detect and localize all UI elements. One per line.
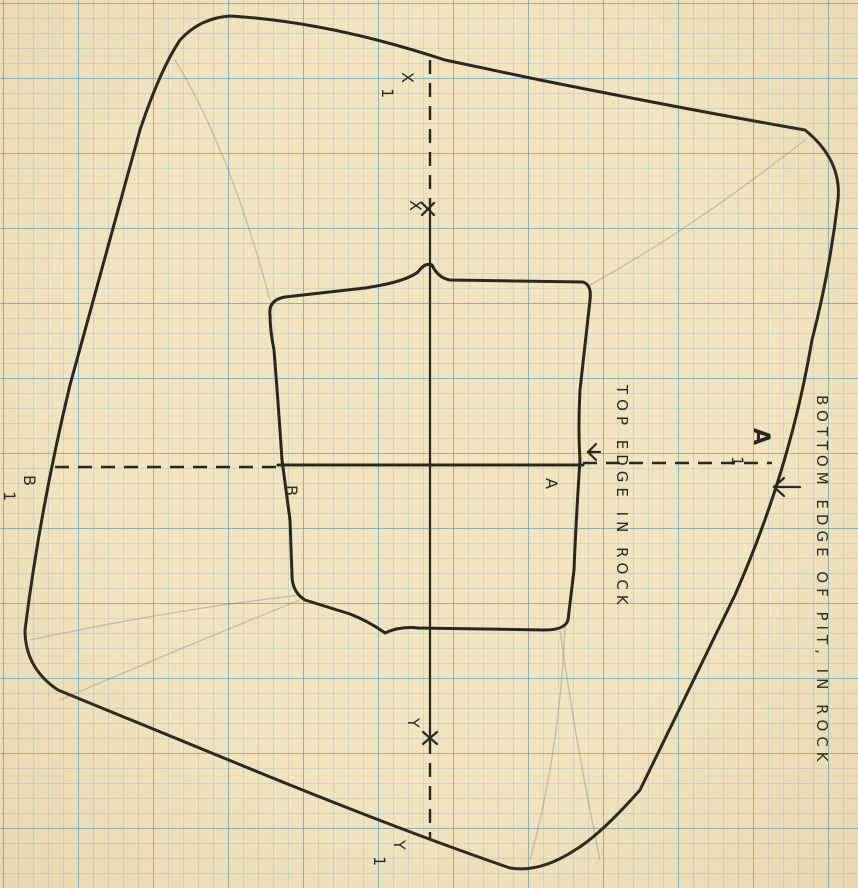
label-a1: A: [748, 428, 773, 445]
label-b1-subscript: 1: [0, 491, 19, 501]
label-x1-subscript: 1: [378, 88, 397, 98]
top-edge-arrow-icon: [586, 442, 602, 462]
inner-top-edge-outline: [268, 262, 592, 635]
label-bottom-edge-of-pit: BOTTOM EDGE OF PIT, IN ROCK: [813, 395, 831, 767]
stake-marker-x: [420, 201, 436, 217]
label-top-edge-in-rock: TOP EDGE IN ROCK: [613, 384, 631, 610]
label-x: X: [406, 200, 425, 211]
label-x1: X: [398, 72, 417, 83]
label-b1: B: [20, 475, 39, 486]
stake-marker-y: [421, 730, 439, 746]
label-y1-subscript: 1: [370, 856, 389, 866]
label-a1-subscript: 1: [728, 456, 747, 466]
label-y1: Y: [390, 839, 409, 850]
label-b: B: [282, 485, 301, 496]
bottom-edge-arrow-icon: [772, 476, 802, 498]
pencil-construction-lines: [29, 59, 806, 861]
label-y: Y: [404, 717, 423, 728]
outer-pit-outline: [23, 14, 840, 871]
label-a: A: [542, 478, 561, 489]
